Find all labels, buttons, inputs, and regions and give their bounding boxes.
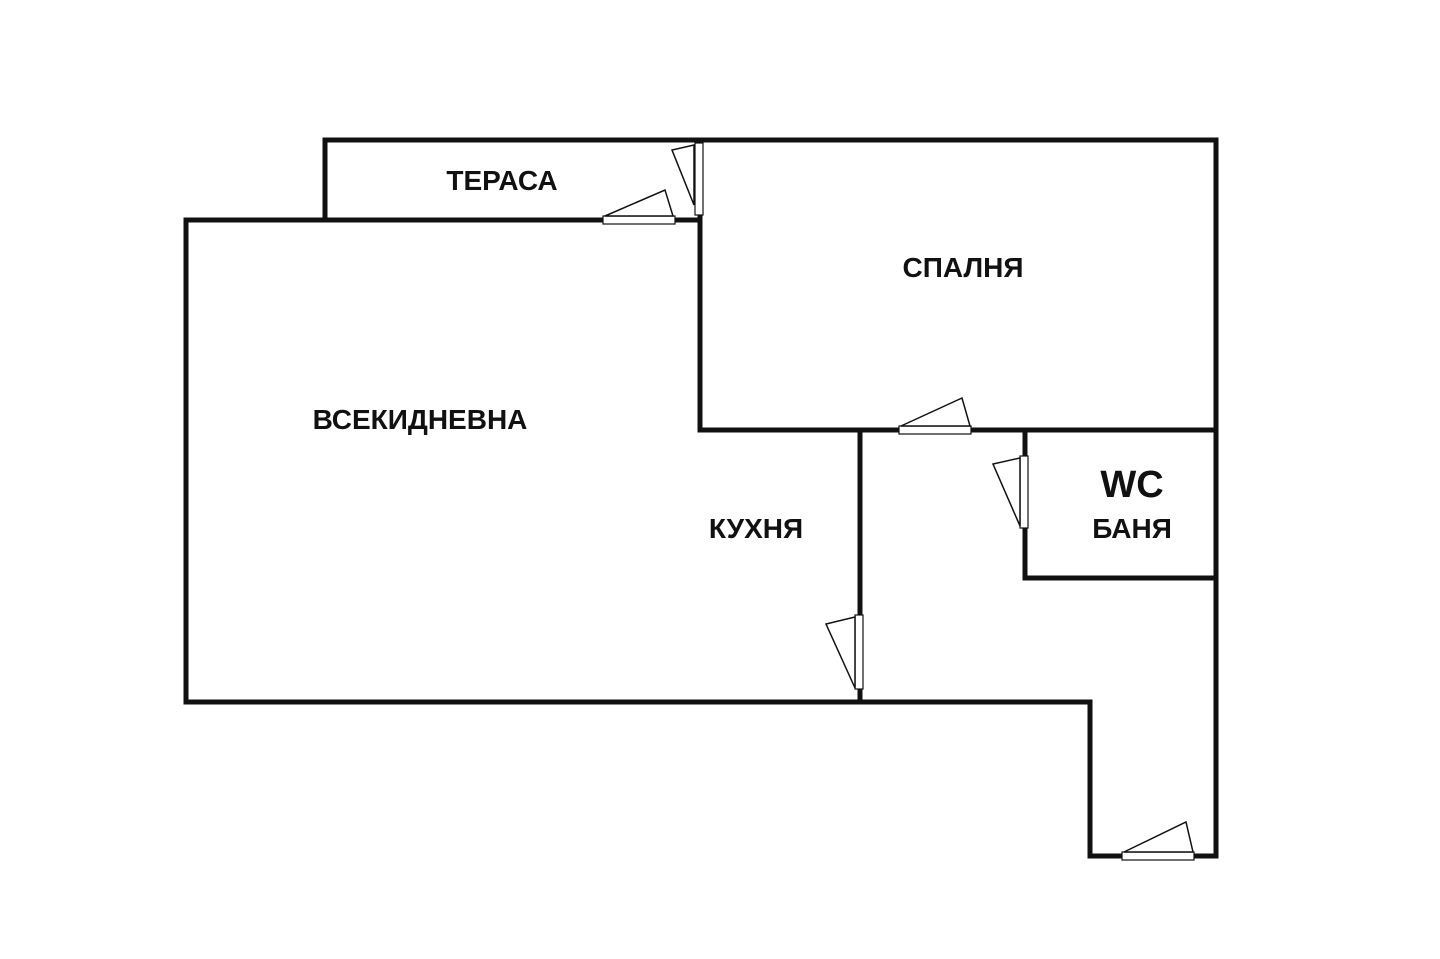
room-label-living-room: ВСЕКИДНЕВНА (313, 404, 528, 435)
outer-wall-bottom-right (1087, 699, 1219, 859)
room-label-kitchen: КУХНЯ (709, 513, 803, 544)
room-label-wc: WC (1100, 464, 1163, 506)
terrace-wall (322, 137, 703, 221)
door-kitchen (824, 614, 864, 690)
door-terrace-vertical (670, 142, 704, 216)
door-terrace-living (602, 188, 676, 225)
door-entrance (1121, 820, 1195, 861)
door-bathroom (991, 455, 1029, 529)
room-label-bedroom: СПАЛНЯ (903, 252, 1024, 283)
door-bedroom (898, 396, 972, 435)
room-label-terrace: ТЕРАСА (446, 165, 557, 196)
room-label-bathroom: БАНЯ (1092, 513, 1172, 544)
outer-wall-top-right (697, 137, 1219, 859)
